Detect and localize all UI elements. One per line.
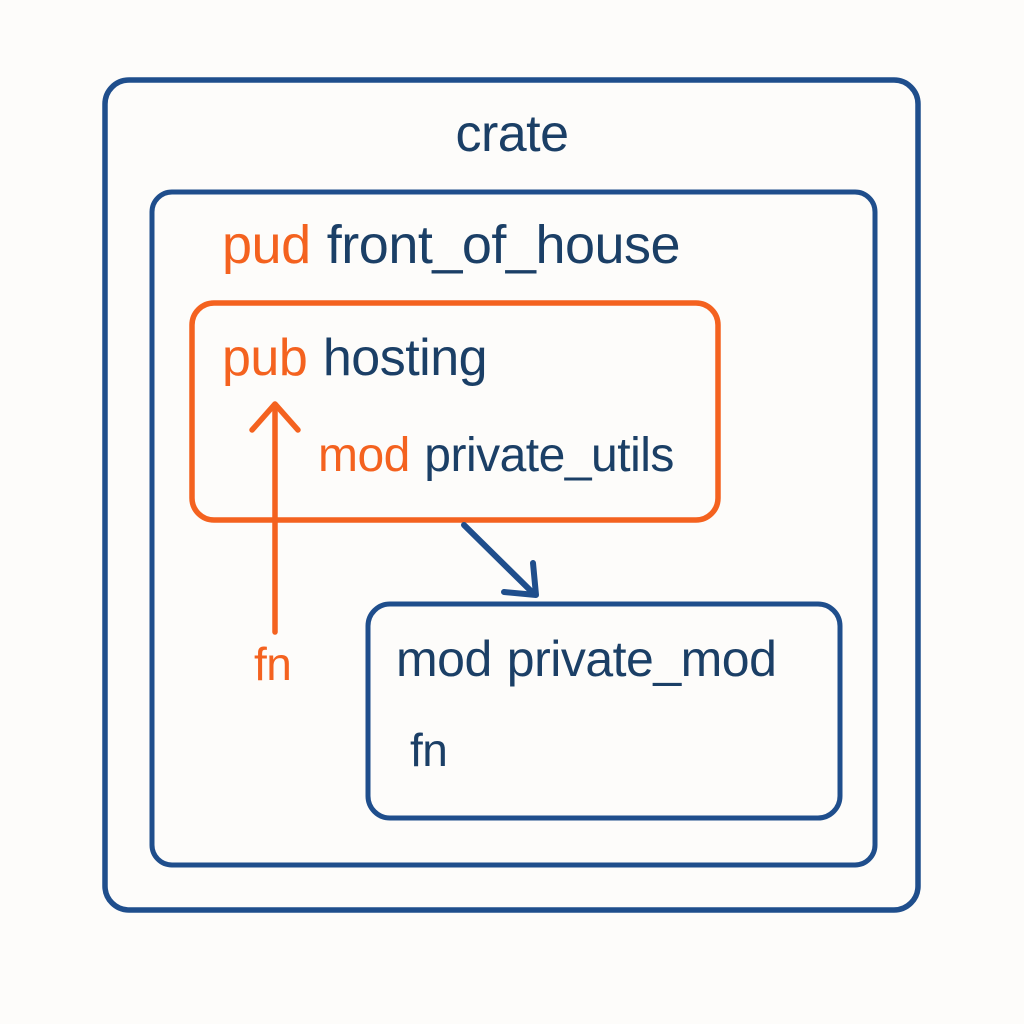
hosting-box	[189, 300, 721, 523]
crate-box	[149, 189, 878, 868]
private-mod-box	[365, 601, 843, 821]
outer-frame	[102, 77, 921, 913]
blue-diagonal-arrow	[461, 522, 539, 598]
orange-up-arrow	[249, 401, 301, 635]
